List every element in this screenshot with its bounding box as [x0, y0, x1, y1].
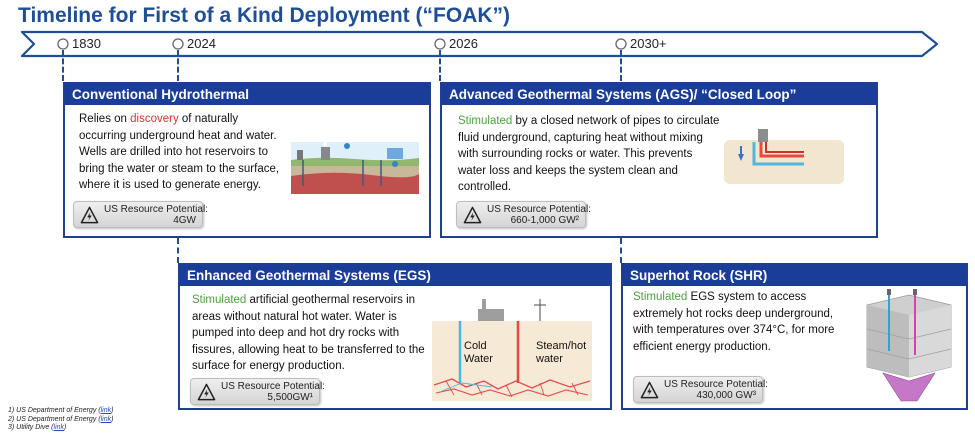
- resource-badge-hydrothermal: US Resource Potential: 4GW: [73, 201, 208, 228]
- lightning-bolt-icon: [463, 206, 482, 224]
- card-enhanced-geothermal-systems: Enhanced Geothermal Systems (EGS) Stimul…: [178, 263, 612, 410]
- timeline-marker-2026: [434, 38, 446, 50]
- closed-loop-pipe-illustration: [724, 129, 844, 184]
- resource-badge-shr: US Resource Potential: 430,000 GW³: [633, 376, 768, 403]
- hydrothermal-cross-section-illustration: [291, 142, 419, 194]
- card-description: Stimulated by a closed network of pipes …: [458, 115, 720, 193]
- lightning-bolt-icon: [197, 383, 216, 401]
- lightning-bolt-icon: [80, 206, 99, 224]
- highlight-stimulated: Stimulated: [192, 294, 247, 306]
- card-title: Enhanced Geothermal Systems (EGS): [180, 265, 610, 286]
- lightning-bolt-icon: [640, 381, 659, 399]
- card-advanced-geothermal-systems: Advanced Geothermal Systems (AGS)/ “Clos…: [440, 82, 878, 238]
- timeline-marker-2024: [172, 38, 184, 50]
- connector-1830: [62, 50, 64, 81]
- footnote-3: 3) Utility Dive (link): [8, 424, 67, 432]
- resource-badge-egs: US Resource Potential: 5,500GW¹: [190, 378, 325, 405]
- timeline-year-2024: 2024: [187, 36, 216, 51]
- card-title: Advanced Geothermal Systems (AGS)/ “Clos…: [442, 84, 876, 105]
- connector-2030-top: [620, 50, 622, 81]
- card-superhot-rock: Superhot Rock (SHR) Stimulated EGS syste…: [621, 263, 968, 410]
- card-description: Stimulated artificial geothermal reservo…: [192, 294, 425, 372]
- highlight-stimulated: Stimulated: [633, 291, 688, 303]
- timeline-year-1830: 1830: [72, 36, 101, 51]
- card-conventional-hydrothermal: Conventional Hydrothermal Relies on disc…: [63, 82, 431, 238]
- resource-badge-ags: US Resource Potential: 660-1,000 GW²: [456, 201, 591, 228]
- superhot-rock-block-illustration: [866, 289, 952, 402]
- connector-2024-top: [177, 50, 179, 81]
- connector-2030-bottom: [620, 238, 622, 263]
- card-title: Conventional Hydrothermal: [65, 84, 429, 105]
- timeline-year-2030: 2030+: [630, 36, 667, 51]
- footnote-1: 1) US Department of Energy (link): [8, 407, 114, 414]
- footnotes: 1) US Department of Energy (link) 2) US …: [8, 407, 113, 433]
- card-title: Superhot Rock (SHR): [623, 265, 966, 286]
- timeline-year-2026: 2026: [449, 36, 478, 51]
- footnote-2: 2) US Department of Energy (link): [8, 415, 114, 423]
- highlight-discovery: discovery: [130, 113, 179, 125]
- footnote-2-link[interactable]: link: [100, 415, 112, 423]
- connector-2024-bottom: [177, 238, 179, 263]
- footnote-1-link[interactable]: link: [100, 407, 112, 414]
- timeline-arrow: [20, 30, 939, 58]
- timeline-marker-1830: [57, 38, 69, 50]
- connector-2026: [439, 50, 441, 81]
- page-title: Timeline for First of a Kind Deployment …: [18, 4, 510, 27]
- footnote-3-link[interactable]: link: [53, 424, 65, 432]
- timeline-marker-2030: [615, 38, 627, 50]
- highlight-stimulated: Stimulated: [458, 115, 513, 127]
- card-description: Stimulated EGS system to access extremel…: [633, 291, 835, 353]
- egs-cross-section-illustration: [432, 299, 592, 401]
- card-description: Relies on discovery of naturally occurri…: [79, 113, 280, 191]
